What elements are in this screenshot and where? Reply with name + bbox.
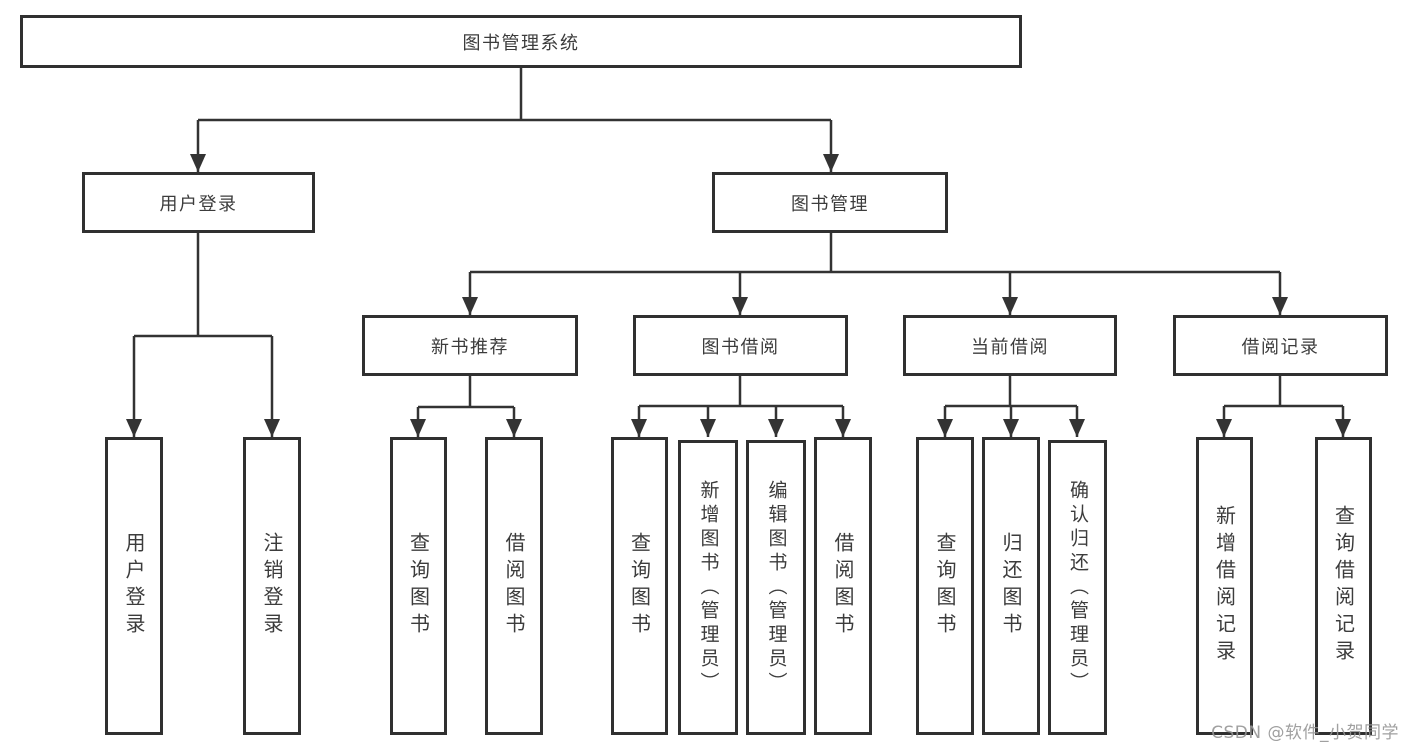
node-user-login-label: 用户登录 <box>159 193 238 215</box>
leaf-confirm-return-admin-label: 确认归还（管理员） <box>1066 479 1089 696</box>
leaf-query-books-recommend: 查询图书 <box>390 437 447 735</box>
leaf-borrow-books-recommend-label: 借阅图书 <box>502 532 526 640</box>
leaf-user-login-label: 用户登录 <box>122 532 146 640</box>
leaf-edit-book-admin-label: 编辑图书（管理员） <box>765 479 788 696</box>
node-book-management: 图书管理 <box>712 172 948 233</box>
node-book-management-label: 图书管理 <box>791 193 869 215</box>
node-current-borrow-label: 当前借阅 <box>971 336 1049 358</box>
node-book-borrow: 图书借阅 <box>633 315 848 376</box>
leaf-add-borrow-record: 新增借阅记录 <box>1196 437 1253 735</box>
leaf-edit-book-admin: 编辑图书（管理员） <box>746 440 806 735</box>
leaf-query-borrow-record-label: 查询借阅记录 <box>1331 505 1356 667</box>
node-new-book-recommend-label: 新书推荐 <box>431 336 509 358</box>
leaf-logout: 注销登录 <box>243 437 301 735</box>
leaf-borrow-books-recommend: 借阅图书 <box>485 437 543 735</box>
leaf-add-borrow-record-label: 新增借阅记录 <box>1212 505 1237 667</box>
leaf-query-books-current-label: 查询图书 <box>933 532 957 640</box>
node-root: 图书管理系统 <box>20 15 1022 68</box>
node-book-borrow-label: 图书借阅 <box>701 336 780 358</box>
leaf-query-borrow-record: 查询借阅记录 <box>1315 437 1372 735</box>
leaf-borrow-books-label: 借阅图书 <box>831 532 855 640</box>
leaf-query-books-borrow-label: 查询图书 <box>627 532 652 640</box>
csdn-watermark: CSDN @软件_小贺同学 <box>1211 723 1399 743</box>
leaf-confirm-return-admin: 确认归还（管理员） <box>1048 440 1107 735</box>
node-borrow-records: 借阅记录 <box>1173 315 1388 376</box>
node-user-login: 用户登录 <box>82 172 315 233</box>
node-root-label: 图书管理系统 <box>462 32 580 54</box>
leaf-logout-label: 注销登录 <box>260 532 284 640</box>
leaf-query-books-current: 查询图书 <box>916 437 974 735</box>
leaf-add-book-admin-label: 新增图书（管理员） <box>697 479 720 696</box>
leaf-user-login: 用户登录 <box>105 437 163 735</box>
leaf-query-books-recommend-label: 查询图书 <box>406 532 431 640</box>
leaf-query-books-borrow: 查询图书 <box>611 437 668 735</box>
node-current-borrow: 当前借阅 <box>903 315 1117 376</box>
node-new-book-recommend: 新书推荐 <box>362 315 578 376</box>
leaf-return-book: 归还图书 <box>982 437 1040 735</box>
leaf-borrow-books: 借阅图书 <box>814 437 872 735</box>
node-borrow-records-label: 借阅记录 <box>1241 336 1320 358</box>
leaf-add-book-admin: 新增图书（管理员） <box>678 440 738 735</box>
leaf-return-book-label: 归还图书 <box>999 532 1023 640</box>
